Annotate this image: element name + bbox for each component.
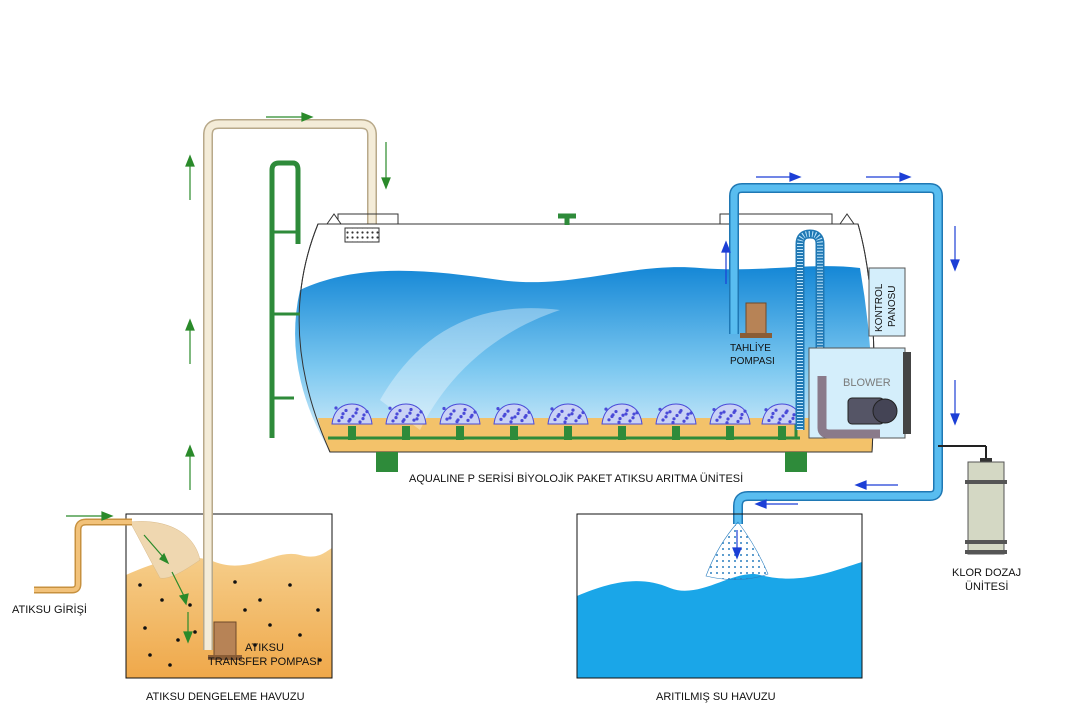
control-panel-label-line2: PANOSU: [887, 286, 898, 328]
treated-water-tank-outline: [576, 513, 863, 679]
blower-fan-hub: [872, 398, 898, 424]
chlorine-dosing-unit: [938, 445, 1007, 555]
chlorine-label-line1: KLOR DOZAJ: [952, 567, 1021, 579]
transfer-pipe-core: [204, 120, 376, 650]
diffuser-icon: [709, 403, 751, 440]
inlet-pipe-core: [34, 520, 132, 592]
chlorine-tank-top: [965, 480, 1007, 484]
tank-leg-left: [376, 452, 398, 472]
control-panel-label-line1: KONTROL: [874, 283, 885, 332]
sewage-fill: [126, 548, 332, 678]
blower-unit: [808, 347, 911, 439]
discharge-pump-icon: [745, 302, 767, 338]
sewage-spray: [129, 521, 201, 579]
equalization-tank: [125, 513, 333, 679]
treated-water-pipe-core: [730, 184, 942, 524]
manhole-right: [719, 213, 833, 225]
chlorine-tank-feet: [965, 550, 1007, 554]
chlorine-label-line2: ÜNİTESİ: [965, 580, 1008, 593]
inlet-label: ATIKSU GİRİŞİ: [12, 603, 87, 616]
transfer-pump-label-line1: ATIKSU: [245, 642, 284, 654]
transfer-pump-base: [208, 655, 242, 660]
tank-leg-right: [785, 452, 807, 472]
diffuser-icon: [761, 403, 803, 440]
treated-water-tank: [576, 513, 863, 679]
vent-cap-icon: [558, 213, 576, 225]
flow-arrows: [66, 112, 960, 644]
equalization-tank-label: ATIKSU DENGELEME HAVUZU: [146, 691, 305, 703]
tank-outline: [298, 223, 875, 453]
transfer-pump-icon: [213, 621, 237, 659]
chlorine-tank-base: [965, 540, 1007, 544]
treated-water-fill: [577, 562, 862, 678]
green-flow-arrows: [66, 112, 391, 644]
blower-label: BLOWER: [843, 377, 891, 389]
unit-title: AQUALINE P SERİSİ BİYOLOJİK PAKET ATIKSU…: [409, 472, 743, 485]
transfer-pump-label-line2: TRANSFER POMPASI: [208, 656, 320, 668]
discharge-pump-base: [740, 333, 772, 338]
blue-flow-arrows: [721, 172, 960, 560]
diffuser-icon: [331, 403, 373, 440]
lifting-lug-right: [839, 213, 855, 225]
lifting-lug-left: [326, 213, 342, 225]
diffuser-icon: [601, 403, 643, 440]
watermark-swoosh: [380, 308, 560, 430]
blower-enclosure-side: [903, 352, 911, 434]
biological-tank: [295, 213, 875, 472]
diffuser-group: [331, 403, 803, 440]
inlet-pipe: [34, 518, 132, 594]
air-riser-pipe: [269, 160, 301, 438]
diffuser-icon: [547, 403, 589, 440]
diffuser-icon: [439, 403, 481, 440]
equalization-tank-outline: [125, 513, 333, 679]
discharge-pump-label-line1: TAHLİYE: [730, 341, 771, 354]
control-panel: [868, 267, 906, 337]
blower-air-pipe-core: [797, 230, 823, 430]
inlet-screen: [344, 227, 380, 243]
treated-water-tank-label: ARITILMIŞ SU HAVUZU: [656, 691, 776, 703]
chlorine-tank: [967, 461, 1005, 555]
discharge-pump-label-line2: POMPASI: [730, 356, 775, 367]
diffuser-icon: [493, 403, 535, 440]
pipe-brackets: [272, 230, 300, 400]
diffuser-icon: [655, 403, 697, 440]
blower-duct: [817, 376, 880, 439]
diffuser-icon: [385, 403, 427, 440]
